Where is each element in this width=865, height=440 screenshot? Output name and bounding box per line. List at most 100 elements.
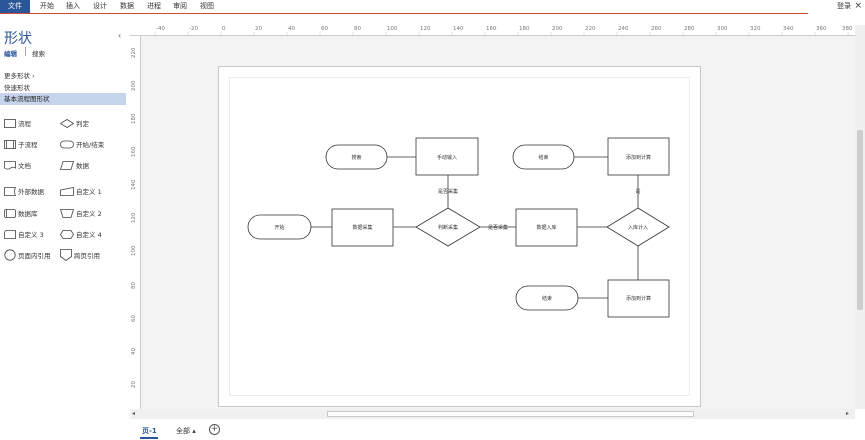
shape-process[interactable]: 流程 (4, 117, 68, 129)
decision-shape-icon (60, 118, 74, 128)
ruler-label: 200 (131, 80, 137, 92)
basic-flowchart-stencil[interactable]: 基本流程图形状 (0, 93, 126, 105)
shape-label: 文档 (18, 162, 31, 170)
ruler-label: 120 (131, 212, 137, 224)
vertical-scrollbar[interactable] (855, 25, 865, 409)
shape-label: 子流程 (18, 141, 38, 149)
login-link[interactable]: 登录 (837, 2, 851, 10)
more-shapes-link[interactable]: 更多形状 › (4, 72, 35, 80)
ruler-label: 180 (131, 113, 137, 125)
process-shape-icon (4, 118, 16, 128)
shape-label: 自定义 2 (76, 210, 102, 218)
quick-shapes-link[interactable]: 快速形状 (4, 84, 30, 92)
close-icon[interactable]: × (854, 1, 862, 11)
menu-data[interactable]: 数据 (120, 2, 134, 10)
shape-label: 流程 (18, 120, 31, 128)
menu-design[interactable]: 设计 (93, 2, 107, 10)
ruler-label: 20 (131, 381, 137, 388)
panel-title: 形状 (4, 31, 32, 47)
shape-external-data[interactable]: 外部数据 (4, 185, 68, 197)
document-shape-icon (4, 160, 16, 170)
ruler-label: 60 (131, 315, 137, 322)
ruler-label: -20 (189, 26, 198, 32)
off-page-reference-shape-icon (60, 249, 72, 261)
ruler-label: 80 (354, 26, 361, 32)
shapes-panel: 形状 ‹ 编辑 搜索 更多形状 › 快速形状 基本流程图形状 流程 判定 子流程… (0, 14, 128, 440)
ruler-label: 220 (585, 26, 596, 32)
file-menu-button[interactable]: 文件 (0, 0, 30, 13)
scroll-right-icon[interactable]: ▸ (846, 410, 850, 417)
shape-document[interactable]: 文档 (4, 159, 68, 171)
shape-terminator[interactable]: 开始/结束 (60, 138, 124, 150)
shape-off-page-reference[interactable]: 跨页引用 (60, 249, 124, 261)
shape-on-page-reference[interactable]: 页面内引用 (4, 249, 68, 261)
page-tabs-bar: 页-1 全部 ▴ + (0, 421, 865, 440)
ruler-label: 0 (222, 26, 226, 32)
shape-subprocess[interactable]: 子流程 (4, 138, 68, 150)
ruler-label: 240 (618, 26, 629, 32)
shape-custom3[interactable]: 自定义 3 (4, 228, 68, 240)
ruler-label: 280 (684, 26, 695, 32)
data-shape-icon (60, 160, 74, 170)
shape-label: 自定义 3 (18, 231, 44, 239)
terminator-shape-icon (60, 140, 74, 148)
horizontal-scroll-thumb[interactable] (327, 411, 694, 417)
shape-custom1[interactable]: 自定义 1 (60, 185, 124, 197)
ruler-label: 80 (131, 282, 137, 289)
menu-process[interactable]: 进程 (147, 2, 161, 10)
drawing-page[interactable] (218, 66, 701, 407)
tab-page-1[interactable]: 页-1 (142, 427, 157, 435)
menu-view[interactable]: 视图 (200, 2, 214, 10)
ruler-label: 220 (131, 47, 137, 59)
shape-custom2[interactable]: 自定义 2 (60, 207, 124, 219)
ruler-label: 320 (750, 26, 761, 32)
ruler-label: 140 (453, 26, 464, 32)
page-margin (229, 77, 690, 396)
menu-insert[interactable]: 插入 (66, 2, 80, 10)
collapse-panel-icon[interactable]: ‹ (118, 31, 122, 40)
ruler-label: 200 (552, 26, 563, 32)
tab-search[interactable]: 搜索 (32, 50, 45, 58)
add-page-icon[interactable]: + (209, 424, 220, 435)
subprocess-shape-icon (4, 139, 16, 149)
custom4-shape-icon (60, 229, 74, 239)
ruler-label: 120 (420, 26, 431, 32)
database-shape-icon (4, 208, 16, 218)
menu-home[interactable]: 开始 (40, 2, 54, 10)
shape-database[interactable]: 数据库 (4, 207, 68, 219)
custom3-shape-icon (4, 229, 16, 239)
on-page-reference-shape-icon (4, 249, 16, 261)
tab-edit[interactable]: 编辑 (4, 50, 17, 58)
shape-label: 页面内引用 (18, 252, 51, 260)
ruler-label: 20 (255, 26, 262, 32)
ruler-label: 340 (783, 26, 794, 32)
custom1-shape-icon (60, 186, 74, 196)
custom2-shape-icon (60, 208, 74, 218)
shape-custom4[interactable]: 自定义 4 (60, 228, 124, 240)
ruler-label: 100 (387, 26, 398, 32)
shape-label: 数据库 (18, 210, 38, 218)
ruler-label: 300 (717, 26, 728, 32)
vertical-scroll-thumb[interactable] (857, 130, 863, 310)
ruler-label: 40 (288, 26, 295, 32)
ruler-label: 260 (651, 26, 662, 32)
horizontal-scrollbar[interactable]: ◂ ▸ (130, 409, 855, 419)
menu-bar: 文件 开始 插入 设计 数据 进程 审阅 视图 登录 × (0, 0, 865, 14)
shape-label: 开始/结束 (76, 141, 105, 149)
ruler-label: 160 (486, 26, 497, 32)
shape-label: 数据 (76, 162, 89, 170)
shape-label: 跨页引用 (74, 252, 100, 260)
ruler-label: 380 (842, 26, 853, 32)
all-pages-dropdown[interactable]: 全部 ▴ (176, 427, 196, 435)
menu-accent-line (0, 13, 808, 14)
ruler-label: 360 (816, 26, 827, 32)
external-data-shape-icon (4, 186, 16, 196)
shape-decision[interactable]: 判定 (60, 117, 124, 129)
scroll-left-icon[interactable]: ◂ (132, 410, 136, 417)
ruler-label: 140 (131, 179, 137, 191)
shape-label: 自定义 1 (76, 188, 102, 196)
ruler-label: 60 (321, 26, 328, 32)
shape-data[interactable]: 数据 (60, 159, 124, 171)
shape-label: 判定 (76, 120, 89, 128)
menu-review[interactable]: 审阅 (173, 2, 187, 10)
